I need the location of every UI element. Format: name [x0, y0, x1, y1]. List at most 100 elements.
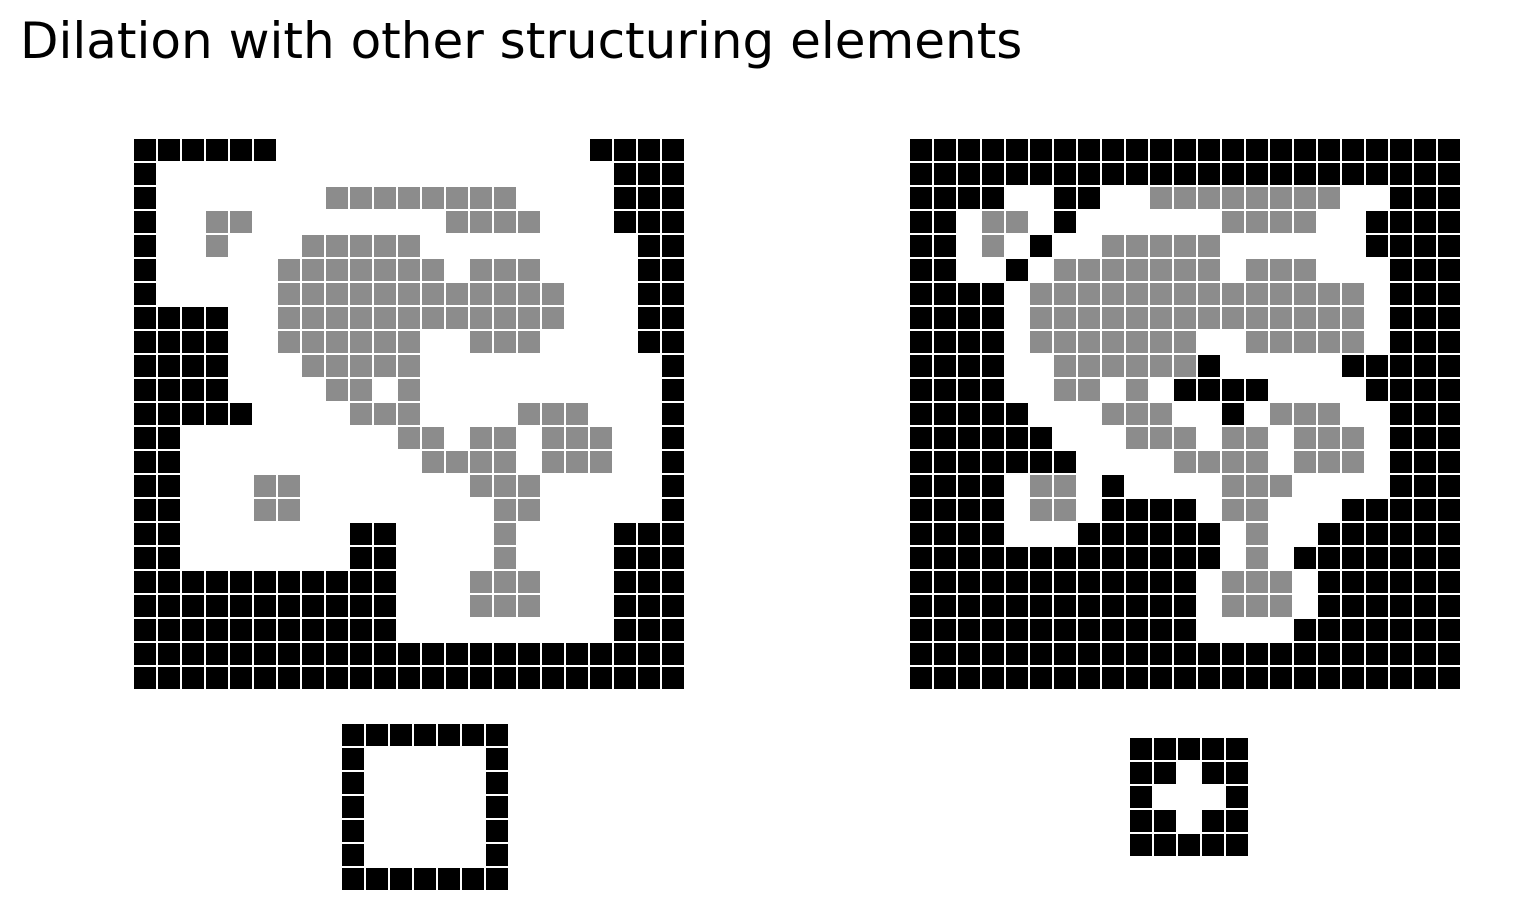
black-pixel: [614, 643, 636, 665]
gray-pixel: [398, 427, 420, 449]
black-pixel: [1366, 163, 1388, 185]
black-pixel: [1390, 283, 1412, 305]
black-pixel: [1102, 475, 1124, 497]
black-pixel: [910, 547, 932, 569]
black-pixel: [910, 379, 932, 401]
black-pixel: [182, 331, 204, 353]
gray-pixel: [230, 211, 252, 233]
black-pixel: [1438, 139, 1460, 161]
black-pixel: [1438, 427, 1460, 449]
black-pixel: [638, 163, 660, 185]
black-pixel: [1294, 619, 1316, 641]
gray-pixel: [1246, 595, 1268, 617]
gray-pixel: [422, 307, 444, 329]
black-pixel: [910, 523, 932, 545]
black-pixel: [934, 187, 956, 209]
black-pixel: [374, 643, 396, 665]
black-pixel: [182, 619, 204, 641]
black-pixel: [1150, 619, 1172, 641]
gray-pixel: [1150, 403, 1172, 425]
black-pixel: [958, 571, 980, 593]
black-pixel: [1198, 379, 1220, 401]
black-pixel: [278, 643, 300, 665]
black-pixel: [1054, 547, 1076, 569]
gray-pixel: [374, 307, 396, 329]
black-pixel: [278, 595, 300, 617]
black-pixel: [934, 379, 956, 401]
black-pixel: [230, 667, 252, 689]
black-pixel: [134, 427, 156, 449]
black-pixel: [350, 619, 372, 641]
black-pixel: [614, 595, 636, 617]
black-pixel: [1078, 187, 1100, 209]
black-pixel: [1414, 595, 1436, 617]
gray-pixel: [1294, 307, 1316, 329]
black-pixel: [1366, 499, 1388, 521]
gray-pixel: [1174, 235, 1196, 257]
gray-pixel: [302, 283, 324, 305]
black-pixel: [134, 379, 156, 401]
black-pixel: [1270, 163, 1292, 185]
gray-pixel: [1294, 427, 1316, 449]
gray-pixel: [1246, 571, 1268, 593]
black-pixel: [662, 259, 684, 281]
black-pixel: [1366, 547, 1388, 569]
black-pixel: [1390, 187, 1412, 209]
black-pixel: [958, 667, 980, 689]
black-pixel: [1150, 499, 1172, 521]
gray-pixel: [1246, 187, 1268, 209]
black-pixel: [982, 643, 1004, 665]
black-pixel: [982, 283, 1004, 305]
gray-pixel: [326, 283, 348, 305]
black-pixel: [230, 619, 252, 641]
gray-pixel: [470, 595, 492, 617]
black-pixel: [326, 619, 348, 641]
black-pixel: [1390, 163, 1412, 185]
black-pixel: [182, 403, 204, 425]
gray-pixel: [1270, 571, 1292, 593]
gray-pixel: [494, 475, 516, 497]
gray-pixel: [518, 475, 540, 497]
black-pixel: [614, 523, 636, 545]
black-pixel: [638, 571, 660, 593]
black-pixel: [662, 307, 684, 329]
black-pixel: [1414, 235, 1436, 257]
black-pixel: [134, 643, 156, 665]
black-pixel: [1390, 355, 1412, 377]
black-pixel: [342, 724, 364, 746]
black-pixel: [1294, 163, 1316, 185]
black-pixel: [182, 643, 204, 665]
black-pixel: [1318, 619, 1340, 641]
gray-pixel: [1246, 283, 1268, 305]
gray-pixel: [494, 187, 516, 209]
black-pixel: [1226, 762, 1248, 784]
black-pixel: [1342, 571, 1364, 593]
black-pixel: [662, 451, 684, 473]
black-pixel: [934, 619, 956, 641]
gray-pixel: [1246, 307, 1268, 329]
black-pixel: [910, 667, 932, 689]
black-pixel: [982, 403, 1004, 425]
gray-pixel: [350, 355, 372, 377]
black-pixel: [1414, 475, 1436, 497]
black-pixel: [1390, 139, 1412, 161]
black-pixel: [1006, 451, 1028, 473]
black-pixel: [982, 571, 1004, 593]
black-pixel: [982, 595, 1004, 617]
gray-pixel: [1102, 331, 1124, 353]
gray-pixel: [302, 235, 324, 257]
gray-pixel: [494, 547, 516, 569]
gray-pixel: [1174, 355, 1196, 377]
black-pixel: [1390, 403, 1412, 425]
black-pixel: [1246, 163, 1268, 185]
black-pixel: [638, 211, 660, 233]
black-pixel: [182, 139, 204, 161]
gray-pixel: [982, 235, 1004, 257]
gray-pixel: [494, 499, 516, 521]
black-pixel: [958, 379, 980, 401]
black-pixel: [422, 643, 444, 665]
black-pixel: [206, 619, 228, 641]
gray-pixel: [1318, 331, 1340, 353]
black-pixel: [134, 283, 156, 305]
black-pixel: [158, 139, 180, 161]
